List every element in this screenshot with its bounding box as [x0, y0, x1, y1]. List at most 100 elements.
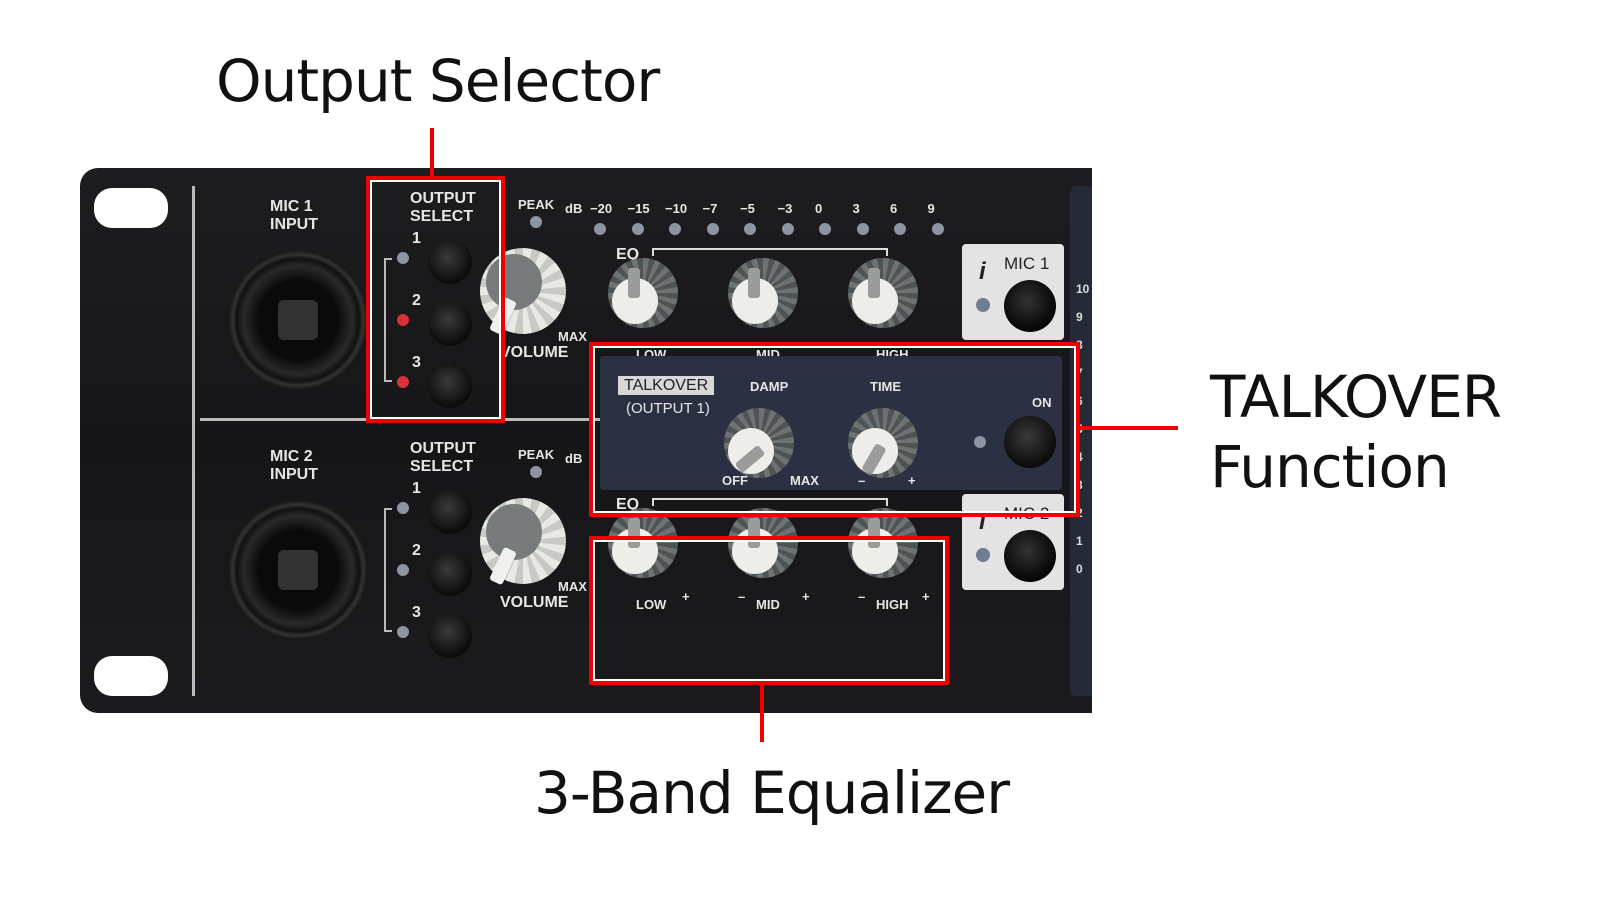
damp-knob[interactable]	[724, 408, 794, 478]
volume-max-label: MAX	[558, 329, 587, 344]
talkover-on-button[interactable]	[1004, 416, 1056, 468]
side-scale-label: 9	[1076, 310, 1083, 324]
output-number: 1	[412, 230, 421, 247]
output-number: 3	[412, 354, 421, 371]
side-scale-label: 10	[1076, 282, 1090, 296]
eq-bracket	[652, 248, 888, 256]
meter-led	[669, 223, 681, 235]
damp-off-label: OFF	[722, 473, 748, 488]
peak-led	[530, 216, 542, 228]
output-select-label: OUTPUT	[410, 440, 476, 457]
eq-knob-low[interactable]	[608, 258, 678, 328]
rack-hole	[94, 656, 168, 696]
meter-scale-label: −3	[777, 201, 793, 216]
input-label: MIC 1	[270, 198, 313, 215]
eq-bracket	[652, 498, 888, 506]
output-select-button-2[interactable]	[428, 302, 472, 346]
combo-jack-input[interactable]	[228, 500, 368, 640]
peak-label: PEAK	[518, 197, 555, 212]
output-number: 1	[412, 480, 421, 497]
talkover-led	[974, 436, 986, 448]
side-scale-label: 0	[1076, 562, 1083, 576]
side-scale-label: 1	[1076, 534, 1083, 548]
output-select-button-3[interactable]	[428, 614, 472, 658]
eq-knob-low[interactable]	[608, 508, 678, 578]
callout-talkover-line1: TALKOVER	[1210, 363, 1502, 431]
output-led	[397, 376, 409, 388]
output-led	[397, 502, 409, 514]
mic-button[interactable]	[1004, 530, 1056, 582]
leader-line-output-selector	[430, 128, 434, 177]
microphone-icon: i	[979, 258, 986, 285]
meter-led	[894, 223, 906, 235]
highlight-output-selector	[366, 176, 505, 423]
db-unit-label: dB	[565, 201, 583, 216]
volume-knob[interactable]	[480, 498, 566, 586]
volume-label: VOLUME	[500, 594, 569, 611]
meter-led	[856, 223, 869, 235]
talkover-on-label: ON	[1032, 395, 1052, 410]
eq-plus-label: +	[802, 589, 810, 604]
highlight-equalizer	[589, 536, 949, 685]
eq-plus-label: +	[922, 589, 930, 604]
time-minus-label: –	[858, 473, 866, 488]
output-select-label: OUTPUT	[410, 190, 476, 207]
peak-label: PEAK	[518, 447, 555, 462]
eq-knob-mid[interactable]	[728, 258, 798, 328]
meter-scale-label: 9	[927, 201, 935, 216]
eq-knob-mid[interactable]	[728, 508, 798, 578]
volume-max-label: MAX	[558, 579, 587, 594]
rack-hole	[94, 188, 168, 228]
output-led	[397, 314, 409, 326]
eq-band-label: HIGH	[876, 597, 909, 612]
output-number: 3	[412, 604, 421, 621]
highlight-talkover	[589, 342, 1080, 517]
output-select-button-3[interactable]	[428, 364, 472, 408]
meter-scale-label: −15	[627, 201, 650, 216]
eq-knob-high[interactable]	[848, 258, 918, 328]
volume-knob[interactable]	[480, 248, 566, 336]
db-unit-label: dB	[565, 451, 583, 466]
combo-jack-input[interactable]	[228, 250, 368, 390]
input-label: MIC 2	[270, 448, 313, 465]
meter-led	[631, 223, 644, 235]
meter-scale-label: 0	[815, 201, 823, 216]
output-select-button-1[interactable]	[428, 490, 472, 534]
output-number: 2	[412, 292, 421, 309]
eq-knob-high[interactable]	[848, 508, 918, 578]
meter-led	[931, 223, 944, 235]
talkover-subtitle: (OUTPUT 1)	[626, 400, 710, 417]
peak-led	[530, 466, 542, 478]
output-led	[397, 626, 409, 638]
meter-scale-label: 6	[890, 201, 898, 216]
mic-button[interactable]	[1004, 280, 1056, 332]
meter-scale-label: −10	[665, 201, 688, 216]
eq-plus-label: +	[682, 589, 690, 604]
meter-led	[706, 223, 719, 235]
eq-band-label: LOW	[636, 597, 667, 612]
output-select-label: SELECT	[410, 208, 474, 225]
meter-scale-label: −20	[590, 201, 613, 216]
meter-scale-label: −7	[702, 201, 718, 216]
talkover-panel: TALKOVER (OUTPUT 1) DAMP TIME OFF MAX – …	[600, 356, 1062, 490]
leader-line-talkover	[1078, 426, 1178, 430]
bracket	[384, 258, 392, 382]
time-knob[interactable]	[848, 408, 918, 478]
microphone-icon: i	[979, 508, 986, 535]
callout-equalizer: 3-Band Equalizer	[534, 759, 1010, 827]
output-select-button-1[interactable]	[428, 240, 472, 284]
volume-label: VOLUME	[500, 344, 569, 361]
damp-max-label: MAX	[790, 473, 819, 488]
talkover-title: TALKOVER	[618, 376, 715, 395]
output-select-button-2[interactable]	[428, 552, 472, 596]
time-plus-label: +	[908, 473, 916, 488]
bracket	[384, 508, 392, 632]
output-led	[397, 252, 409, 264]
meter-led	[819, 223, 831, 235]
time-label: TIME	[870, 379, 902, 394]
eq-minus-label: –	[738, 589, 746, 604]
damp-label: DAMP	[750, 379, 789, 394]
callout-talkover-line2: Function	[1210, 433, 1450, 501]
meter-led	[594, 223, 606, 235]
